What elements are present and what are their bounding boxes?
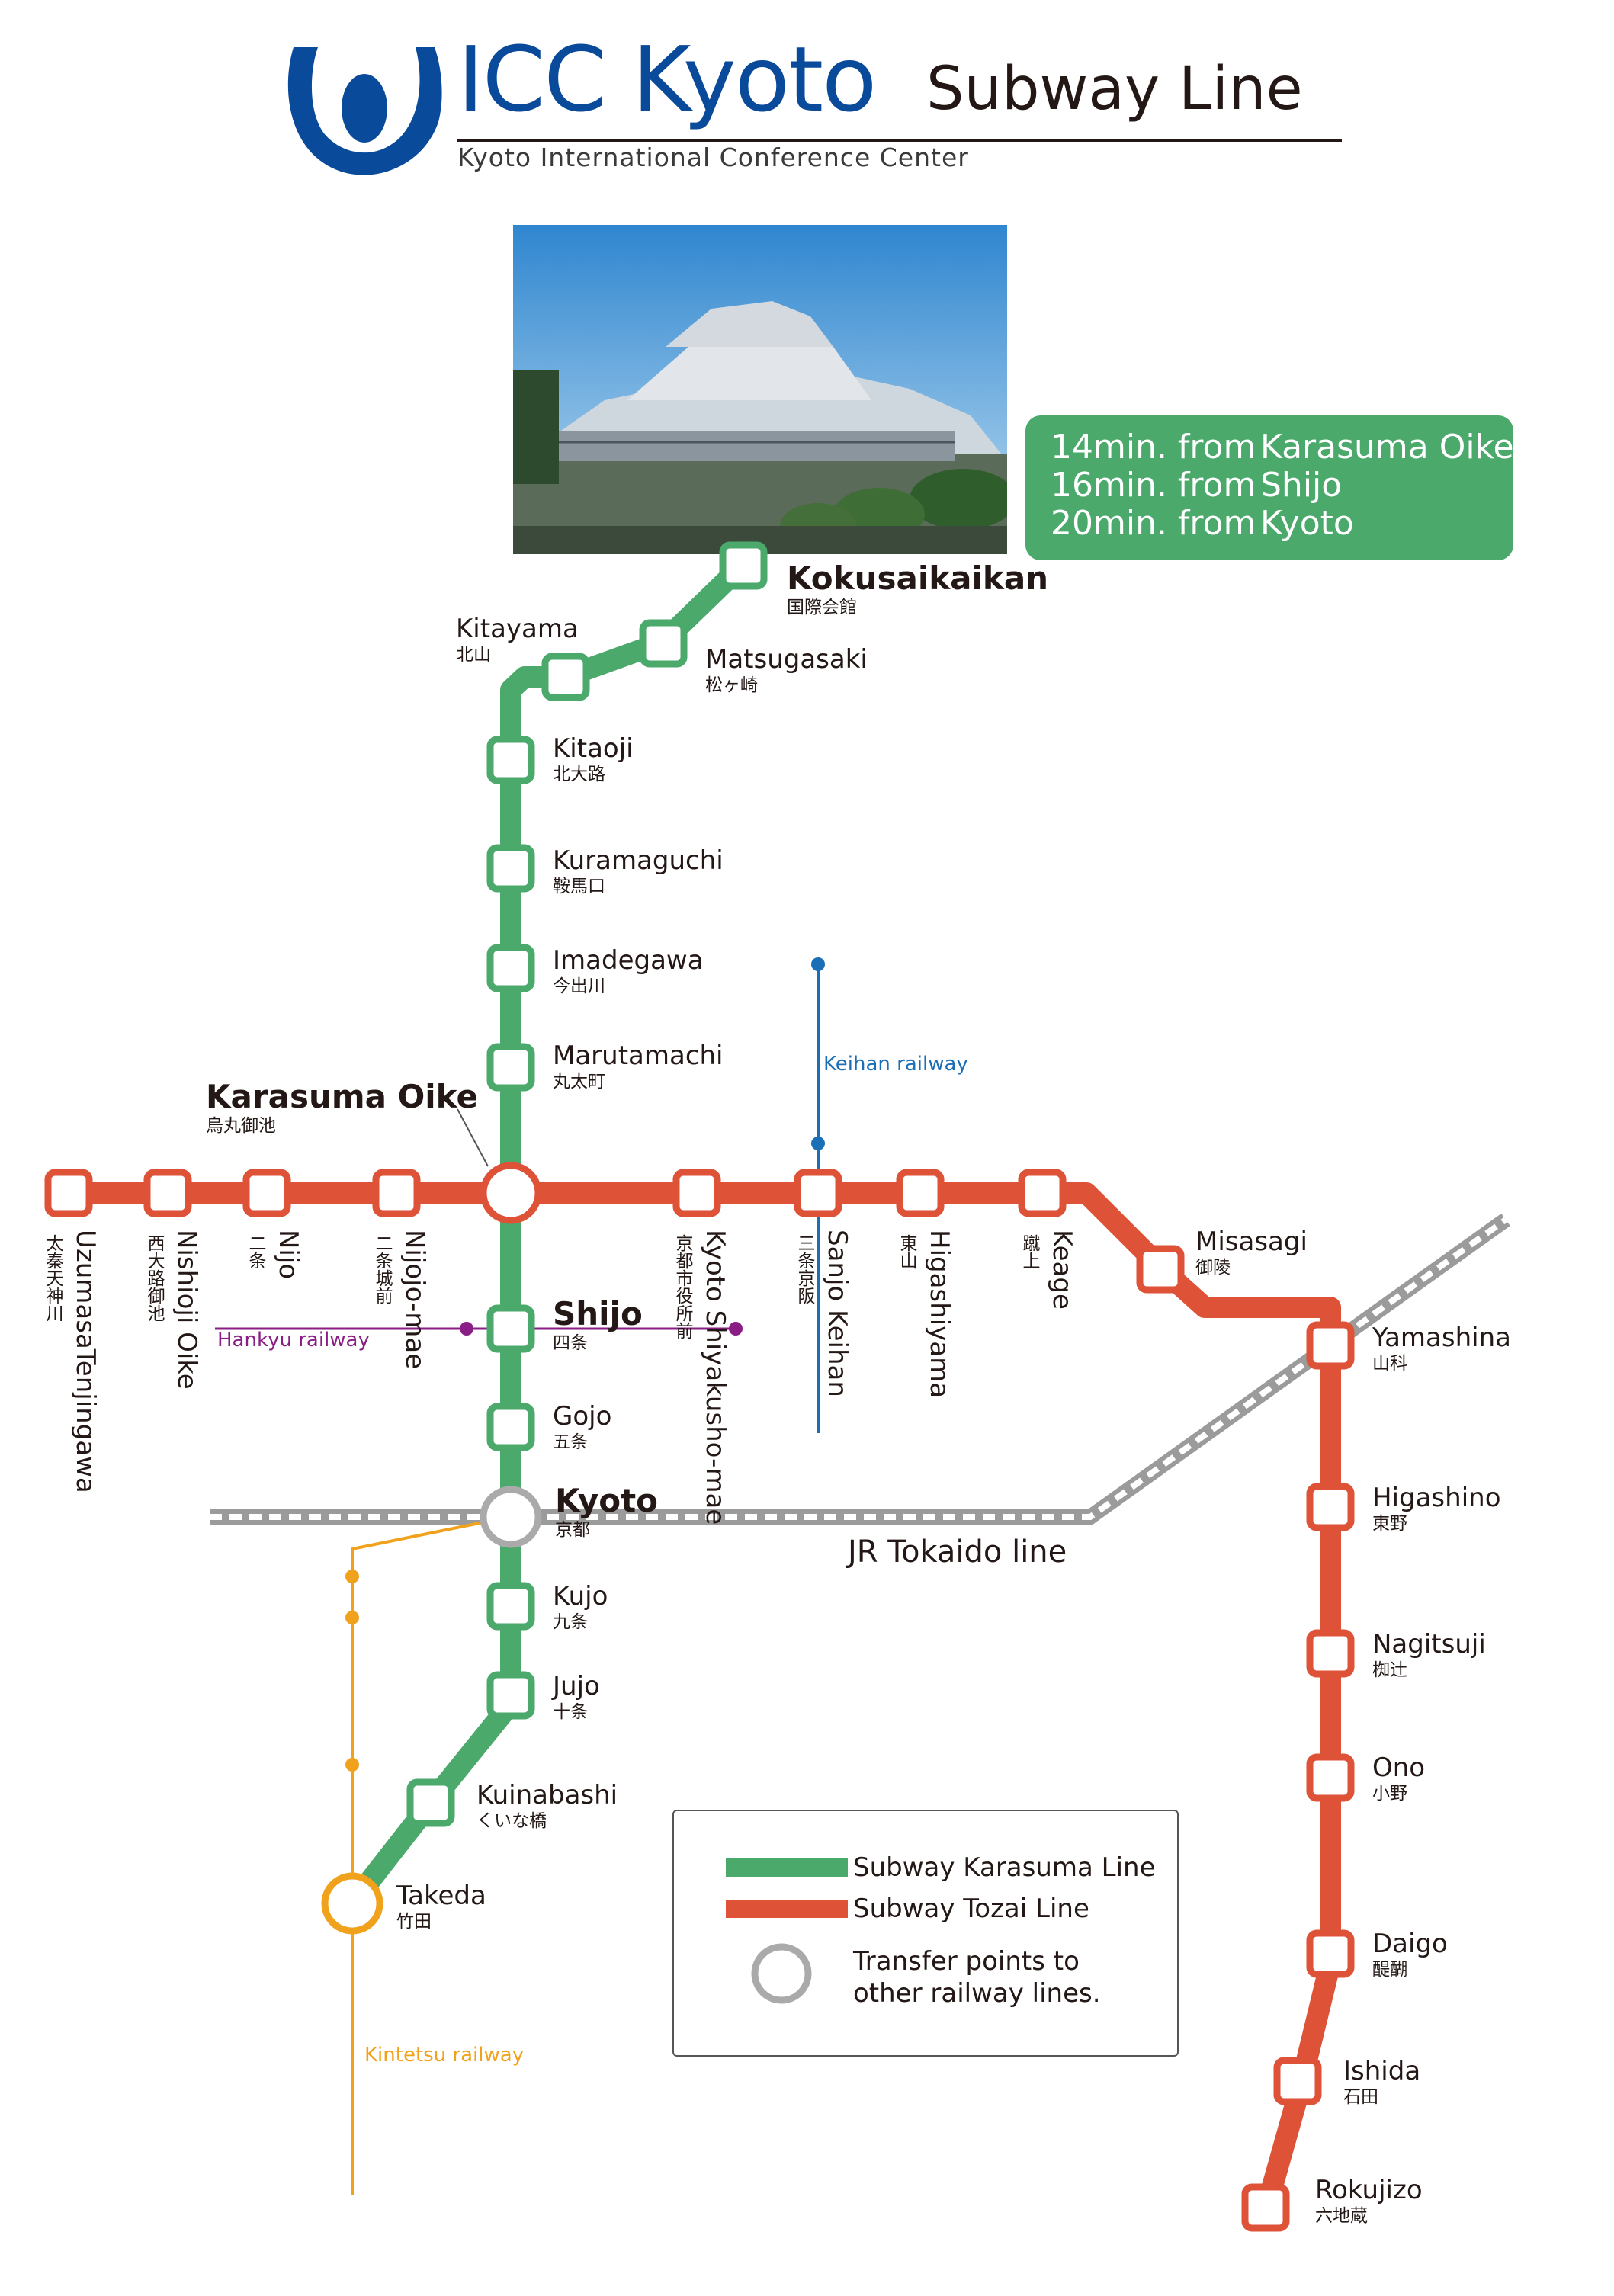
station-marker-kitaoji[interactable]: [486, 736, 535, 784]
travel-time-label: 16min. from: [1051, 466, 1256, 505]
station-label-nagitsuji[interactable]: Nagitsuji 椥辻: [1372, 1629, 1486, 1680]
brand-title: ICC Kyoto: [457, 27, 877, 132]
kintetsu-railway-label: Kintetsu railway: [364, 2044, 525, 2067]
title-divider: [457, 139, 1342, 142]
station-marker-ono[interactable]: [1306, 1753, 1355, 1802]
station-marker-nagitsuji[interactable]: [1306, 1629, 1355, 1678]
station-marker-gojo[interactable]: [486, 1403, 535, 1451]
station-marker-higashiyama[interactable]: [896, 1169, 945, 1217]
station-marker-keage[interactable]: [1018, 1169, 1067, 1217]
station-label-takeda[interactable]: Takeda 竹田: [396, 1881, 486, 1932]
kintetsu-railway-line: [345, 1515, 510, 2195]
conference-center-photo: [513, 225, 1007, 554]
tozai-stations: [44, 1169, 1355, 2232]
station-marker-marutamachi[interactable]: [486, 1043, 535, 1092]
station-label-marutamachi[interactable]: Marutamachi 丸太町: [553, 1041, 724, 1092]
station-marker-jujo[interactable]: [486, 1671, 535, 1720]
station-label-higashiyama[interactable]: Higashiyama 東山: [897, 1230, 955, 1399]
station-label-nijo[interactable]: Nijo 二条: [245, 1230, 303, 1280]
station-label-kitayama[interactable]: Kitayama 北山: [456, 614, 579, 665]
station-marker-daigo[interactable]: [1306, 1929, 1355, 1978]
station-label-shiyakusho[interactable]: Kyoto Shiyakusho-mae 京都市役所前: [672, 1230, 730, 1525]
travel-time-row: 14min. from Karasuma Oike: [1051, 428, 1514, 467]
station-label-yamashina[interactable]: Yamashina 山科: [1372, 1323, 1511, 1374]
karasuma-oike-leader: [457, 1108, 489, 1167]
station-marker-kokusaikaikan[interactable]: [719, 541, 768, 590]
station-label-higashino[interactable]: Higashino 東野: [1372, 1483, 1501, 1534]
map-legend: Subway Karasuma Line Subway Tozai Line T…: [672, 1810, 1179, 2057]
station-label-karasuma-oike[interactable]: Karasuma Oike 烏丸御池: [206, 1078, 478, 1136]
keihan-railway-label: Keihan railway: [823, 1053, 968, 1076]
station-marker-imadegawa[interactable]: [486, 944, 535, 992]
station-marker-sanjo-keihan[interactable]: [794, 1169, 842, 1217]
travel-time-label: 14min. from: [1051, 428, 1256, 467]
station-marker-shijo[interactable]: [486, 1304, 535, 1353]
station-marker-rokujizo[interactable]: [1241, 2183, 1290, 2232]
tozai-legend-swatch: [726, 1900, 848, 1918]
station-marker-kuramaguchi[interactable]: [486, 844, 535, 893]
station-label-sanjo-keihan[interactable]: Sanjo Keihan 三条京阪: [794, 1230, 852, 1397]
station-label-matsugasaki[interactable]: Matsugasaki 松ヶ崎: [705, 644, 868, 695]
station-marker-shiyakusho[interactable]: [672, 1169, 721, 1217]
station-marker-uzumasa[interactable]: [44, 1169, 93, 1217]
station-label-ishida[interactable]: Ishida 石田: [1343, 2056, 1421, 2107]
station-label-imadegawa[interactable]: Imadegawa 今出川: [553, 945, 704, 996]
station-marker-yamashina[interactable]: [1306, 1321, 1355, 1370]
travel-time-row: 20min. from Kyoto: [1051, 504, 1354, 543]
station-marker-nijo[interactable]: [242, 1169, 291, 1217]
tozai-legend-label: Subway Tozai Line: [853, 1894, 1089, 1924]
station-label-ono[interactable]: Ono 小野: [1372, 1752, 1426, 1804]
station-label-daigo[interactable]: Daigo 醍醐: [1372, 1929, 1448, 1980]
station-label-kujo[interactable]: Kujo 九条: [553, 1581, 608, 1632]
station-marker-ishida[interactable]: [1273, 2057, 1322, 2105]
travel-time-station: Karasuma Oike: [1260, 428, 1514, 467]
station-label-keage[interactable]: Keage 蹴上: [1019, 1230, 1077, 1310]
transfer-legend-line1: Transfer points to: [853, 1946, 1080, 1977]
station-label-gojo[interactable]: Gojo 五条: [553, 1401, 612, 1452]
station-marker-takeda[interactable]: [321, 1872, 383, 1935]
station-marker-karasuma-oike[interactable]: [480, 1162, 542, 1224]
station-marker-higashino[interactable]: [1306, 1483, 1355, 1531]
station-label-nishioji-oike[interactable]: Nishioji Oike 西大路御池: [144, 1230, 202, 1390]
station-label-misasagi[interactable]: Misasagi 御陵: [1195, 1227, 1308, 1278]
station-marker-kujo[interactable]: [486, 1582, 535, 1631]
station-label-uzumasa[interactable]: UzumasaTenjingawa 太秦天神川: [43, 1230, 101, 1493]
karasuma-legend-swatch: [726, 1858, 848, 1877]
travel-time-row: 16min. from Shijo: [1051, 466, 1342, 505]
station-marker-kuinabashi[interactable]: [406, 1778, 455, 1827]
station-label-rokujizo[interactable]: Rokujizo 六地蔵: [1315, 2175, 1423, 2226]
karasuma-legend-label: Subway Karasuma Line: [853, 1852, 1156, 1883]
station-label-kuramaguchi[interactable]: Kuramaguchi 鞍馬口: [553, 845, 724, 896]
hankyu-railway-label: Hankyu railway: [217, 1329, 370, 1352]
transfer-legend-line2: other railway lines.: [853, 1978, 1101, 2009]
station-marker-nishioji-oike[interactable]: [143, 1169, 192, 1217]
station-label-nijojo-mae[interactable]: Nijojo-mae 二条城前: [372, 1230, 430, 1370]
station-marker-matsugasaki[interactable]: [639, 619, 688, 668]
transfer-legend-icon: [751, 1943, 812, 2004]
hankyu-railway-line: [215, 1322, 743, 1336]
station-label-kitaoji[interactable]: Kitaoji 北大路: [553, 733, 634, 784]
station-marker-misasagi[interactable]: [1136, 1245, 1185, 1294]
page-title: Subway Line: [926, 55, 1303, 123]
station-marker-kitayama[interactable]: [541, 653, 590, 701]
travel-time-station: Kyoto: [1260, 504, 1354, 543]
page-subtitle: Kyoto International Conference Center: [457, 143, 969, 172]
travel-time-box: 14min. from Karasuma Oike 16min. from Sh…: [1025, 415, 1514, 560]
station-marker-nijojo-mae[interactable]: [372, 1169, 421, 1217]
station-label-kokusaikaikan[interactable]: Kokusaikaikan 国際会館: [787, 560, 1049, 617]
station-label-jujo[interactable]: Jujo 十条: [553, 1671, 600, 1722]
karasuma-stations: [406, 541, 768, 1827]
station-marker-kyoto[interactable]: [480, 1486, 542, 1548]
station-label-kyoto[interactable]: Kyoto 京都: [555, 1482, 659, 1540]
icc-logo-icon: [287, 47, 442, 175]
travel-time-label: 20min. from: [1051, 504, 1256, 543]
jr-tokaido-label: JR Tokaido line: [848, 1534, 1067, 1570]
karasuma-line: [343, 556, 751, 1910]
station-label-shijo[interactable]: Shijo 四条: [553, 1295, 643, 1353]
station-label-kuinabashi[interactable]: Kuinabashi くいな橋: [476, 1780, 618, 1831]
travel-time-station: Shijo: [1260, 466, 1343, 505]
